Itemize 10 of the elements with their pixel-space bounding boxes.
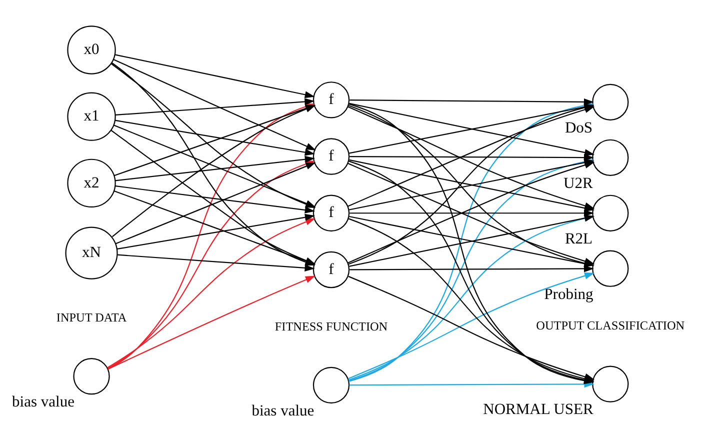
node-label: bias value <box>12 392 74 410</box>
label: OUTPUT CLASSIFICATION <box>536 318 685 332</box>
node-label: Probing <box>544 285 594 302</box>
node-label: DoS <box>564 118 593 136</box>
label: FITNESS FUNCTION <box>274 319 388 334</box>
node-label: NORMAL USER <box>483 400 594 418</box>
node-label: bias value <box>252 402 314 419</box>
label: INPUT DATA <box>56 310 127 324</box>
node-label: U2R <box>564 174 593 192</box>
node-label: R2L <box>564 230 593 247</box>
